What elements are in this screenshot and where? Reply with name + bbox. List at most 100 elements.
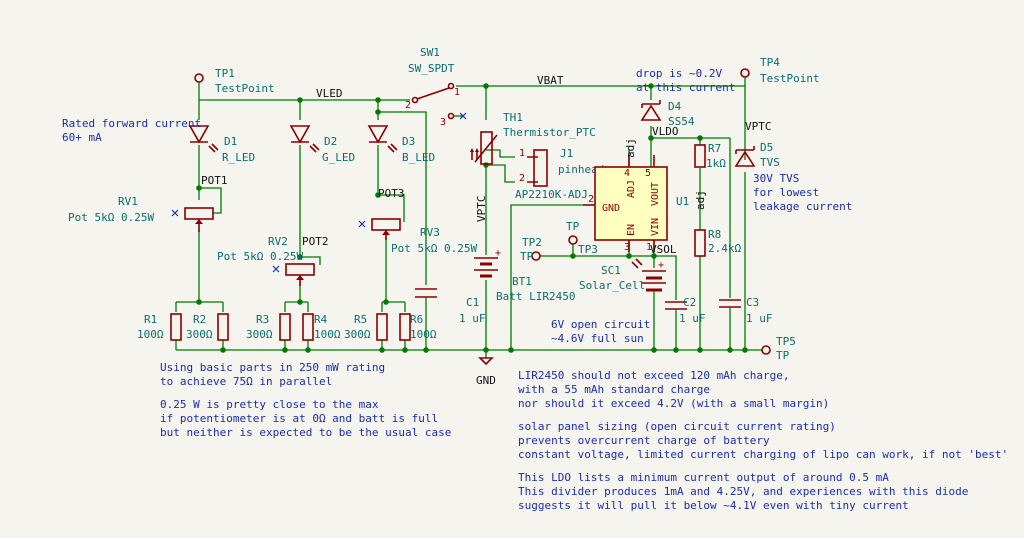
bt1-battery[interactable]: + BT1 Batt LIR2450	[474, 248, 575, 303]
u1-value: AP2210K-ADJ	[515, 188, 588, 201]
j1-pin-1: 1	[519, 148, 525, 159]
d1-value: R_LED	[222, 151, 255, 164]
r4-value: 100Ω	[314, 328, 341, 341]
note-resistors: Using basic parts in 250 mW rating to ac…	[160, 361, 451, 439]
c3-value: 1 uF	[746, 312, 773, 325]
d4-ref: D4	[668, 100, 682, 113]
r5-value: 300Ω	[344, 328, 371, 341]
vldo-label: VLDO	[652, 125, 679, 138]
sw1-pin-2: 2	[405, 100, 411, 111]
th1-value: Thermistor_PTC	[503, 126, 596, 139]
r7-value: 1kΩ	[706, 157, 726, 170]
d5-value: TVS	[760, 156, 780, 169]
wires	[175, 82, 758, 358]
c2-value: 1 uF	[679, 312, 706, 325]
tp1-testpoint[interactable]: TP1 TestPoint	[194, 67, 275, 95]
vled-label: VLED	[316, 87, 343, 100]
vsol-label: VSOL	[650, 243, 677, 256]
vbat-label: VBAT	[537, 74, 564, 87]
tp2-testpoint[interactable]: TP2 TP	[520, 236, 542, 263]
u1-pinnum-2: 2	[588, 194, 594, 205]
rv3-net: POT3	[378, 187, 405, 200]
d3-led[interactable]: D3 B_LED	[367, 125, 435, 164]
sw1-switch[interactable]: SW1 SW_SPDT 1 2 3	[405, 46, 467, 128]
sc1-plus: +	[658, 260, 664, 271]
rv3-potentiometer[interactable]: POT3 RV3 Pot 5kΩ 0.25W	[358, 187, 477, 255]
r2-resistor[interactable]: R2 300Ω	[186, 313, 229, 341]
tp4-testpoint[interactable]: TP4 TestPoint	[740, 56, 820, 86]
u1-pin-gnd: GND	[602, 203, 620, 214]
th1-ref: TH1	[503, 111, 523, 124]
c3-capacitor[interactable]: C3 1 uF	[719, 296, 773, 325]
rv2-potentiometer[interactable]: POT2 RV2 Pot 5kΩ 0.25W	[217, 235, 329, 286]
r5-resistor[interactable]: R5 300Ω	[344, 313, 388, 341]
tp5-ref: TP5	[776, 335, 796, 348]
u1-pin-en: EN	[626, 224, 637, 236]
r3-value: 300Ω	[246, 328, 273, 341]
r6-value: 100Ω	[410, 328, 437, 341]
rv2-value: Pot 5kΩ 0.25W	[217, 250, 303, 263]
d5-ref: D5	[760, 141, 773, 154]
r2-value: 300Ω	[186, 328, 213, 341]
sc1-ref: SC1	[601, 264, 621, 277]
r3-ref: R3	[256, 313, 269, 326]
tp4-value: TestPoint	[760, 72, 820, 85]
u1-pinnum-4: 4	[624, 168, 630, 179]
c3-ref: C3	[746, 296, 759, 309]
adj-label-2: adj	[694, 190, 707, 210]
r1-ref: R1	[144, 313, 157, 326]
r4-ref: R4	[314, 313, 328, 326]
sw1-ref: SW1	[420, 46, 440, 59]
r3-resistor[interactable]: R3 300Ω	[246, 313, 291, 341]
c1-ref: C1	[466, 296, 479, 309]
d2-value: G_LED	[322, 151, 355, 164]
u1-pinnum-5: 5	[645, 168, 651, 179]
junctions	[196, 83, 748, 353]
sc1-solar-cell[interactable]: + SC1 Solar_Cell	[579, 258, 666, 292]
c1-capacitor[interactable]: C1 1 uF	[415, 288, 486, 325]
sw1-value: SW_SPDT	[408, 62, 455, 75]
vptc-side-label: VPTC	[475, 196, 488, 223]
d1-led[interactable]: D1 R_LED	[188, 125, 255, 164]
d5-tvs[interactable]: D5 TVS	[734, 141, 780, 169]
th1-thermistor[interactable]: TH1 Thermistor_PTC	[470, 111, 596, 165]
j1-pin-2: 2	[519, 173, 525, 184]
d3-ref: D3	[402, 135, 415, 148]
u1-ref: U1	[676, 195, 689, 208]
d2-led[interactable]: D2 G_LED	[289, 125, 355, 164]
tp2-ref: TP2	[522, 236, 542, 249]
sw1-pin-1: 1	[454, 87, 460, 98]
r8-ref: R8	[708, 228, 721, 241]
r8-value: 2.4kΩ	[708, 242, 741, 255]
tp1-value: TestPoint	[215, 82, 275, 95]
note-forward-current: Rated forward current 60+ mA	[62, 117, 208, 144]
r2-ref: R2	[193, 313, 206, 326]
u1-pin-vout: VOUT	[650, 182, 661, 206]
rv1-net: POT1	[201, 174, 228, 187]
sw1-pin-3: 3	[440, 117, 446, 128]
rv2-ref: RV2	[268, 235, 288, 248]
d4-value: SS54	[668, 115, 695, 128]
rv1-ref: RV1	[118, 195, 138, 208]
r6-resistor[interactable]: R6 100Ω	[399, 313, 437, 341]
r6-ref: R6	[410, 313, 423, 326]
bt1-ref: BT1	[512, 275, 532, 288]
tp5-testpoint[interactable]: TP5 TP	[758, 335, 796, 362]
tp3-testpoint[interactable]: TP TP3	[566, 220, 598, 256]
rv1-value: Pot 5kΩ 0.25W	[68, 211, 154, 224]
u1-ldo[interactable]: ADJ VOUT GND EN VIN 4 5 2 3 1 U1 AP2210K…	[515, 155, 689, 253]
r7-resistor[interactable]: R7 1kΩ	[694, 142, 726, 170]
u1-pinnum-1: 1	[646, 242, 652, 253]
r4-resistor[interactable]: R4 100Ω	[302, 313, 341, 341]
note-drop: drop is ~0.2V at this current	[636, 67, 735, 94]
d4-schottky[interactable]: D4 SS54	[640, 100, 695, 128]
r1-resistor[interactable]: R1 100Ω	[137, 313, 182, 341]
r8-resistor[interactable]: R8 2.4kΩ	[694, 228, 741, 257]
c2-capacitor[interactable]: C2 1 uF	[665, 296, 706, 325]
j1-pinheader[interactable]: 1 2 J1 pinhead	[519, 147, 604, 187]
d3-value: B_LED	[402, 151, 435, 164]
vptc-label: VPTC	[745, 120, 772, 133]
u1-pin-adj: ADJ	[626, 180, 637, 198]
rv1-potentiometer[interactable]: POT1 RV1 Pot 5kΩ 0.25W	[68, 174, 228, 232]
tp3-pin: TP	[566, 220, 580, 233]
